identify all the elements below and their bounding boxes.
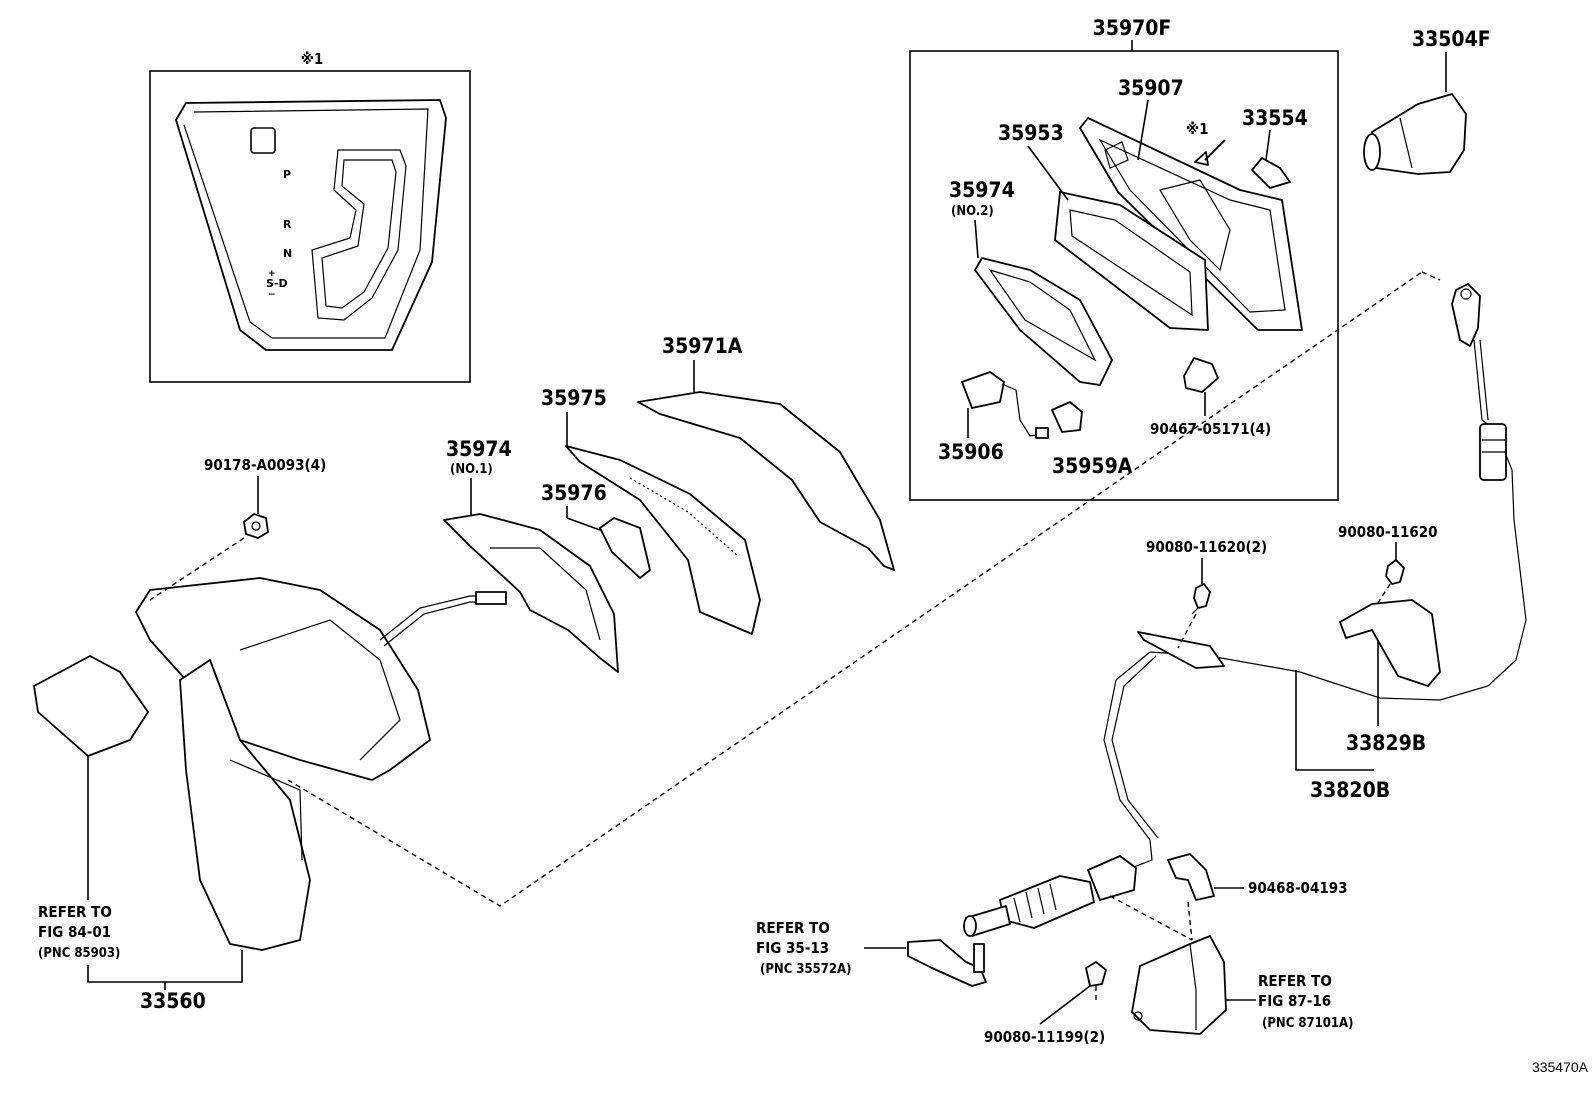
label-33504F: 33504F xyxy=(1412,27,1491,51)
gear-n: N xyxy=(283,247,292,260)
inset-note: ※1 xyxy=(301,50,324,68)
part-90468-clip xyxy=(1167,853,1215,901)
shift-indicator-plate xyxy=(175,99,447,351)
label-35907: 35907 xyxy=(1118,76,1184,100)
label-33560: 33560 xyxy=(140,989,206,1013)
part-35974-no2-bracket xyxy=(974,257,1113,386)
label-90467: 90467-05171(4) xyxy=(1150,420,1271,438)
label-35970F: 35970F xyxy=(1093,16,1172,40)
label-35971A: 35971A xyxy=(662,334,743,358)
part-35953-panel xyxy=(1054,191,1209,331)
part-35976-seal xyxy=(599,517,651,579)
gear-minus: − xyxy=(268,290,276,300)
assembly-frame xyxy=(909,50,1339,501)
part-cable-end-adjuster xyxy=(963,855,1137,937)
label-35974-no1: 35974 xyxy=(446,437,512,461)
gear-p: P xyxy=(283,168,291,181)
part-90080-11199-bolt xyxy=(1085,961,1107,987)
label-90178: 90178-A0093(4) xyxy=(204,456,326,474)
label-90468: 90468-04193 xyxy=(1248,879,1348,897)
label-90080-11199: 90080-11199(2) xyxy=(984,1028,1105,1046)
gear-sd: S-D xyxy=(266,277,288,290)
label-35974-no1-sub: (NO.1) xyxy=(450,462,493,477)
label-35974-no2: 35974 xyxy=(949,178,1015,202)
part-cable-bracket xyxy=(1137,631,1225,669)
refer-right-line1: REFER TO xyxy=(1258,972,1332,990)
part-35906-bulb xyxy=(961,371,1049,439)
part-90080-bolt-b xyxy=(1385,559,1405,585)
part-33560-lever-assembly xyxy=(135,577,507,951)
label-33829B: 33829B xyxy=(1346,731,1426,755)
label-35976: 35976 xyxy=(541,481,607,505)
part-33504F-knob xyxy=(1363,93,1467,175)
inset-frame xyxy=(149,70,471,383)
refer-right-line3: (PNC 87101A) xyxy=(1262,1016,1353,1031)
refer-right-line2: FIG 87-16 xyxy=(1258,992,1331,1010)
part-cover-left xyxy=(33,655,149,757)
part-35974-no1-bracket xyxy=(443,513,619,673)
gear-plus: + xyxy=(268,269,276,279)
label-35959A: 35959A xyxy=(1052,454,1133,478)
label-33820B: 33820B xyxy=(1310,778,1390,802)
refer-left-line1: REFER TO xyxy=(38,903,112,921)
part-33829B-retainer xyxy=(1339,599,1441,687)
part-35975-slide-plate xyxy=(565,445,761,635)
refer-mid-line1: REFER TO xyxy=(756,919,830,937)
part-90080-bolt-a xyxy=(1191,583,1211,615)
part-cable-mount-bracket xyxy=(1131,935,1227,1035)
part-35959A-socket xyxy=(1051,401,1083,433)
refer-mid-line3: (PNC 35572A) xyxy=(760,962,851,977)
part-35907-housing xyxy=(1079,117,1303,331)
part-35971A-cover xyxy=(637,391,895,571)
label-35953: 35953 xyxy=(998,121,1064,145)
part-shift-lever-arm xyxy=(907,939,987,987)
gear-r: R xyxy=(283,218,292,231)
refer-mid-line2: FIG 35-13 xyxy=(756,939,829,957)
label-90080-a: 90080-11620(2) xyxy=(1146,538,1267,556)
label-35906: 35906 xyxy=(938,440,1004,464)
part-90178-nut xyxy=(243,513,269,539)
part-33820B-cable xyxy=(1099,283,1527,881)
refer-left-line2: FIG 84-01 xyxy=(38,923,111,941)
refer-left-line3: (PNC 85903) xyxy=(38,946,120,961)
label-35974-no2-sub: (NO.2) xyxy=(951,204,994,219)
alignment-dashed-line xyxy=(287,271,1423,907)
label-90080-b: 90080-11620 xyxy=(1338,523,1438,541)
part-90467-clip xyxy=(1183,357,1219,393)
label-note-ref1: ※1 xyxy=(1186,120,1209,138)
label-35975: 35975 xyxy=(541,386,607,410)
part-33554-clip xyxy=(1251,157,1291,189)
drawing-number: 335470A xyxy=(1532,1059,1589,1075)
arrow-icon xyxy=(1194,139,1226,166)
label-33554: 33554 xyxy=(1242,106,1308,130)
